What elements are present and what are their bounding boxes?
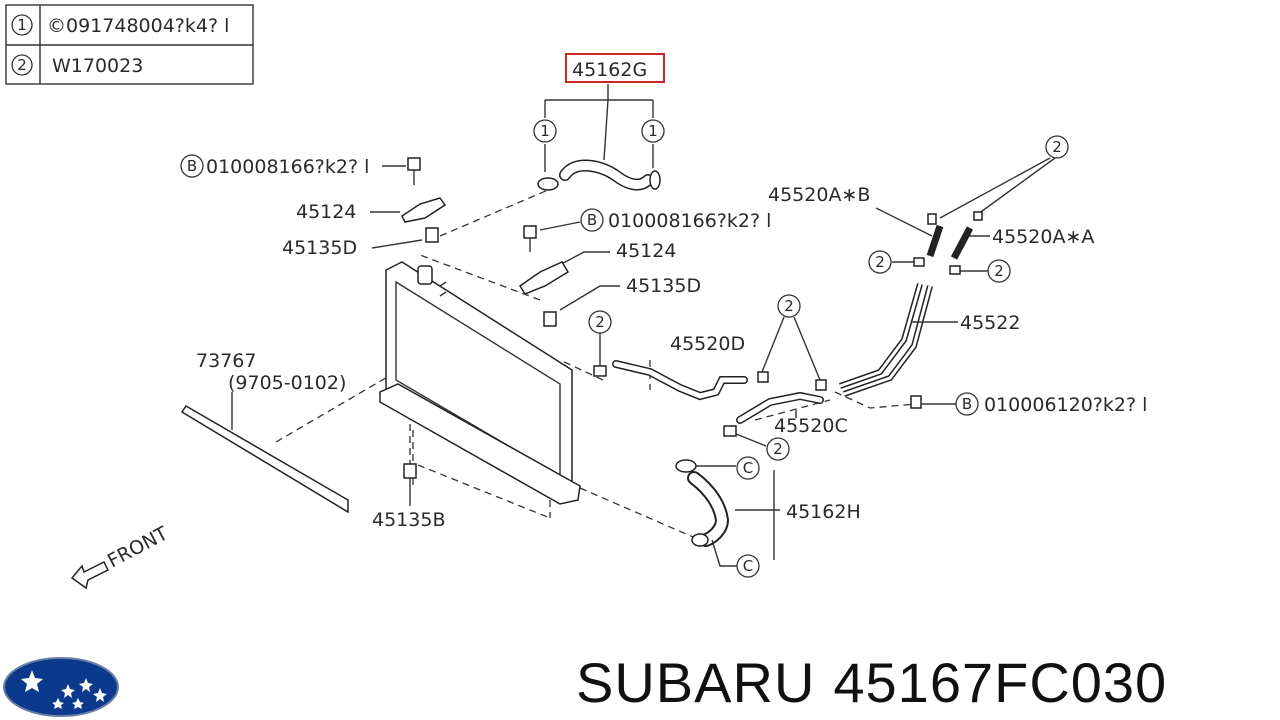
legend-row-2-code: W170023	[52, 55, 143, 77]
label-45162G: 45162G	[572, 59, 647, 81]
brand-part-number: SUBARU 45167FC030	[576, 650, 1185, 715]
highlighted-part-box	[565, 53, 665, 83]
bolt-right	[910, 395, 922, 409]
callout-2-left: 2	[875, 253, 885, 271]
label-seal-range: (9705-0102)	[228, 372, 346, 394]
label-cushion-left: 45135D	[282, 237, 357, 259]
clip-b	[973, 211, 983, 221]
label-cushion-mid: 45135D	[626, 275, 701, 297]
label-45522: 45522	[960, 312, 1020, 334]
bracket-mid	[518, 261, 570, 295]
label-bolt-mid: 010008166?k2? l	[608, 210, 771, 232]
callout-2-top: 2	[1052, 138, 1062, 156]
callout-b-left: B	[187, 157, 197, 175]
pipe-45522	[839, 283, 933, 397]
callout-2-c: 2	[773, 440, 783, 458]
bolt-left	[407, 157, 421, 171]
legend-row-1-number: 1	[17, 16, 27, 34]
bracket-left	[401, 197, 447, 223]
label-seal: 73767	[196, 350, 256, 372]
clamp-bottom-top	[675, 459, 697, 473]
callout-2-d: 2	[595, 313, 605, 331]
label-bracket-mid: 45124	[616, 240, 676, 262]
label-front: FRONT	[104, 522, 172, 572]
clamp-left	[537, 177, 559, 191]
cushion-bottom	[403, 463, 417, 479]
bolt-mid	[523, 225, 537, 239]
label-45520A-B: 45520A∗B	[768, 184, 870, 206]
callout-1-left: 1	[540, 122, 550, 140]
callout-c-top: C	[743, 459, 753, 477]
label-45520A-A: 45520A∗A	[992, 226, 1094, 248]
label-45520D: 45520D	[670, 333, 745, 355]
callout-2-pair: 2	[784, 297, 794, 315]
clamp-right	[649, 170, 661, 190]
legend-row-1-code: ©091748004?k4? l	[47, 15, 229, 37]
legend-table: 1 ©091748004?k4? l 2 W170023	[5, 4, 254, 85]
cushion-mid	[543, 311, 557, 327]
radiator-cap	[417, 265, 433, 285]
radiator	[379, 261, 581, 505]
callout-c-bottom: C	[743, 557, 753, 575]
label-45162H: 45162H	[786, 501, 861, 523]
clamp-bottom-bottom	[691, 533, 709, 547]
label-bolt-left: 010008166?k2? l	[206, 156, 369, 178]
cushion-left	[425, 227, 439, 243]
label-bolt-right: 010006120?k2? l	[984, 394, 1147, 416]
legend-row-2-number: 2	[17, 56, 27, 74]
callout-2-right: 2	[994, 262, 1004, 280]
callout-b-mid: B	[587, 211, 597, 229]
seal-strip	[180, 404, 349, 514]
callout-b-right: B	[962, 395, 972, 413]
label-bracket-left: 45124	[296, 201, 356, 223]
label-cushion-bottom: 45135B	[372, 509, 445, 531]
clip-a	[927, 213, 937, 225]
part-number: 45167FC030	[833, 651, 1168, 714]
brand-name: SUBARU	[576, 651, 816, 714]
front-arrow: FRONT	[70, 522, 172, 590]
callout-1-right: 1	[648, 122, 658, 140]
label-45520C: 45520C	[774, 415, 848, 437]
subaru-logo-icon	[3, 657, 119, 717]
